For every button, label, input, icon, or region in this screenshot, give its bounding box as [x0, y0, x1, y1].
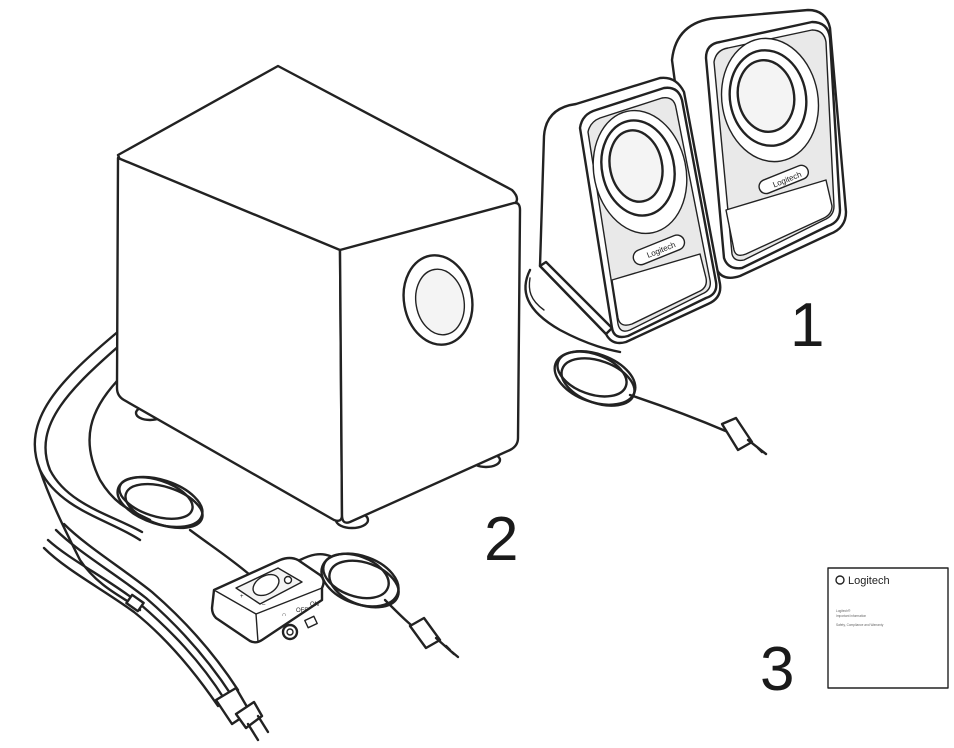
booklet-line-1: Logitech®: [836, 609, 851, 613]
power-icon: [283, 575, 293, 585]
satellite-driver-left: [592, 109, 688, 235]
headphone-icon: ∩: [282, 612, 286, 618]
volume-minus-label: –: [262, 602, 266, 608]
volume-knob[interactable]: [249, 570, 282, 600]
satellite-speaker-right: Logitech: [670, 8, 848, 279]
power-plug: [214, 686, 270, 742]
booklet-line-2: Important information: [836, 614, 866, 618]
control-pod: + – ∩ OFF ON: [210, 556, 325, 644]
off-label: OFF: [296, 608, 308, 614]
documentation-booklet: Logitech Logitech® Important information…: [827, 567, 949, 689]
subwoofer-right-face: [338, 201, 522, 524]
subwoofer: [33, 64, 522, 542]
on-label: ON: [310, 602, 319, 608]
logitech-logo-icon: [835, 575, 845, 585]
power-cord: [38, 468, 270, 742]
booklet-line-3: Safety, Compliance and Warranty: [836, 623, 884, 627]
satellite-speaker-left: Logitech: [528, 76, 722, 345]
audio-plug-satellite: [720, 416, 768, 456]
callout-1: 1: [790, 291, 824, 360]
callout-2: 2: [484, 505, 518, 574]
booklet-logo: Logitech: [848, 575, 890, 587]
satellite-driver-right: [720, 37, 820, 163]
subwoofer-cable-coil: [116, 475, 252, 577]
subwoofer-driver: [402, 254, 474, 346]
callout-3: 3: [760, 635, 794, 704]
volume-plus-label: +: [240, 594, 244, 600]
input-cable-coil: [298, 552, 460, 659]
audio-plug-bottom: [408, 616, 460, 659]
satellite-cable-coil: [524, 268, 768, 456]
power-switch[interactable]: [304, 615, 318, 629]
